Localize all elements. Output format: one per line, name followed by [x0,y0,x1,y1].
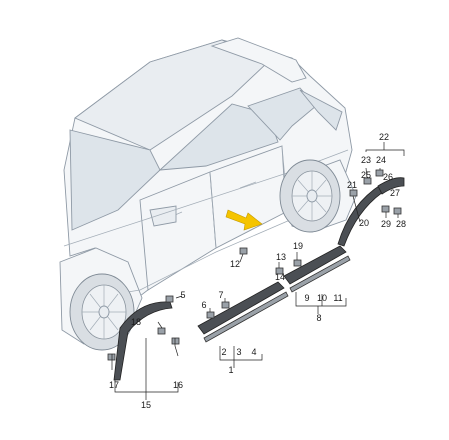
clip-12 [239,247,248,255]
callout-21: 21 [347,180,357,190]
clip-21 [349,189,358,197]
clip-29 [381,205,390,213]
callout-18: 18 [131,317,141,327]
callout-5: 5 [180,290,185,300]
callout-11: 11 [333,293,342,303]
callout-17: 17 [109,380,119,390]
callout-9: 9 [304,293,309,303]
callout-16: 16 [173,380,183,390]
clip-11 [293,259,302,267]
clips [107,169,402,361]
side-sill-trim [197,281,285,335]
callout-23: 23 [361,155,371,165]
callout-27: 27 [390,188,400,198]
callout-14: 14 [275,272,285,282]
callout-22: 22 [379,132,389,142]
clip-24 [375,169,384,177]
clip-7 [221,301,230,309]
clip-5 [165,295,174,303]
callout-13: 13 [276,252,286,262]
callout-20: 20 [359,218,369,228]
callout-15: 15 [141,400,151,410]
clip-16 [171,337,180,345]
front-wheel [69,273,135,351]
clip-6 [206,311,215,319]
callout-3: 3 [236,347,241,357]
callout-12: 12 [230,259,240,269]
rear-wheel [279,159,341,233]
leader-lines [111,142,405,400]
rear-sill-trim [283,245,347,285]
clip-10 [275,267,284,275]
callout-8: 8 [316,313,321,323]
callout-labels: 1 2 3 4 5 6 7 8 9 10 11 12 13 14 15 16 1… [109,132,406,410]
rear-sill-strip [289,255,351,293]
side-sill-strip [203,291,289,343]
callout-1: 1 [228,365,233,375]
callout-24: 24 [376,155,386,165]
callout-25: 25 [361,170,371,180]
callout-26: 26 [383,172,393,182]
clip-23 [363,177,372,185]
callout-28: 28 [396,219,406,229]
callout-29: 29 [381,219,391,229]
callout-6: 6 [201,300,206,310]
rear-fender-trim [377,177,405,195]
clip-28 [393,207,402,215]
front-wheel-arch-trim [113,301,173,381]
clip-18 [157,327,166,335]
callout-7: 7 [218,290,223,300]
callout-19: 19 [293,241,303,251]
clip-17 [107,353,116,361]
callout-2: 2 [221,347,226,357]
callout-10: 10 [317,293,327,303]
callout-4: 4 [251,347,256,357]
highlight-arrow-icon [225,209,263,231]
